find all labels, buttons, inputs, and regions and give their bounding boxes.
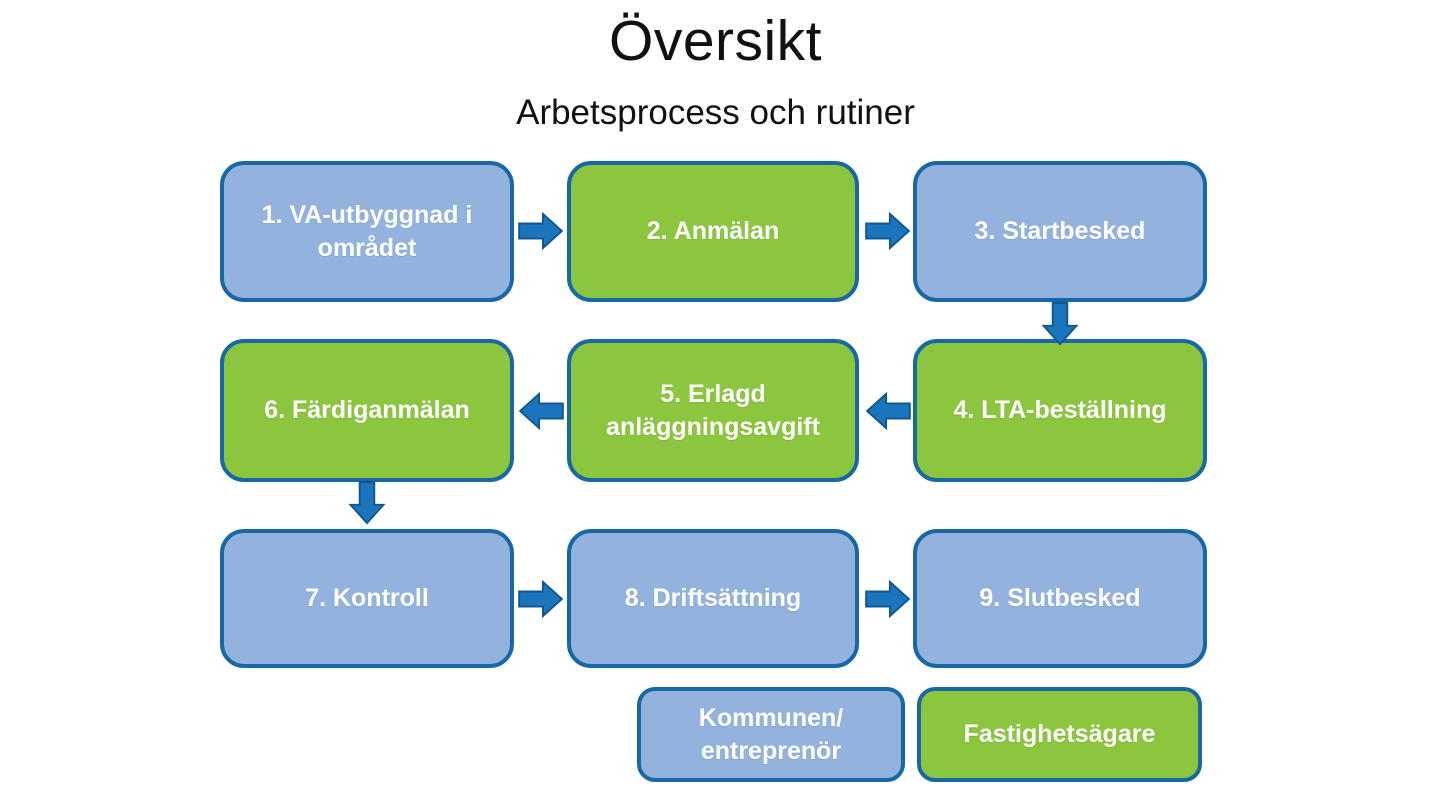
process-step-1-label: 1. VA-utbyggnad i området (261, 201, 473, 262)
process-step-8: 8. Driftsättning (567, 529, 859, 668)
process-step-5-label: 5. Erlagd anläggningsavgift (606, 380, 820, 441)
process-step-4-label: 4. LTA-beställning (953, 396, 1167, 425)
arrow-right-icon (865, 580, 911, 618)
process-step-3: 3. Startbesked (913, 161, 1207, 302)
process-step-7-label: 7. Kontroll (305, 584, 429, 613)
arrow-down-icon (1040, 302, 1080, 346)
legend-item-fastighetsagare: Fastighetsägare (917, 687, 1202, 782)
process-step-2: 2. Anmälan (567, 161, 859, 302)
arrow-left-icon (865, 392, 911, 430)
process-step-9-label: 9. Slutbesked (979, 584, 1141, 613)
arrow-down-icon (347, 481, 387, 525)
process-step-1: 1. VA-utbyggnad i området (220, 161, 514, 302)
process-step-6: 6. Färdiganmälan (220, 339, 514, 482)
legend-item-kommunen-label: Kommunen/ entreprenör (698, 704, 844, 765)
process-step-7: 7. Kontroll (220, 529, 514, 668)
process-step-5: 5. Erlagd anläggningsavgift (567, 339, 859, 482)
page-title: Översikt (608, 9, 823, 73)
legend-item-kommunen: Kommunen/ entreprenör (637, 687, 905, 782)
arrow-right-icon (518, 580, 564, 618)
process-step-9: 9. Slutbesked (913, 529, 1207, 668)
arrow-right-icon (518, 212, 564, 250)
process-step-6-label: 6. Färdiganmälan (264, 396, 470, 425)
process-step-3-label: 3. Startbesked (974, 217, 1146, 246)
process-step-4: 4. LTA-beställning (913, 339, 1207, 482)
arrow-right-icon (865, 212, 911, 250)
process-step-2-label: 2. Anmälan (646, 217, 780, 246)
process-step-8-label: 8. Driftsättning (624, 584, 802, 613)
legend-item-fastighetsagare-label: Fastighetsägare (963, 720, 1156, 749)
arrow-left-icon (518, 392, 564, 430)
page-subtitle: Arbetsprocess och rutiner (516, 93, 915, 132)
